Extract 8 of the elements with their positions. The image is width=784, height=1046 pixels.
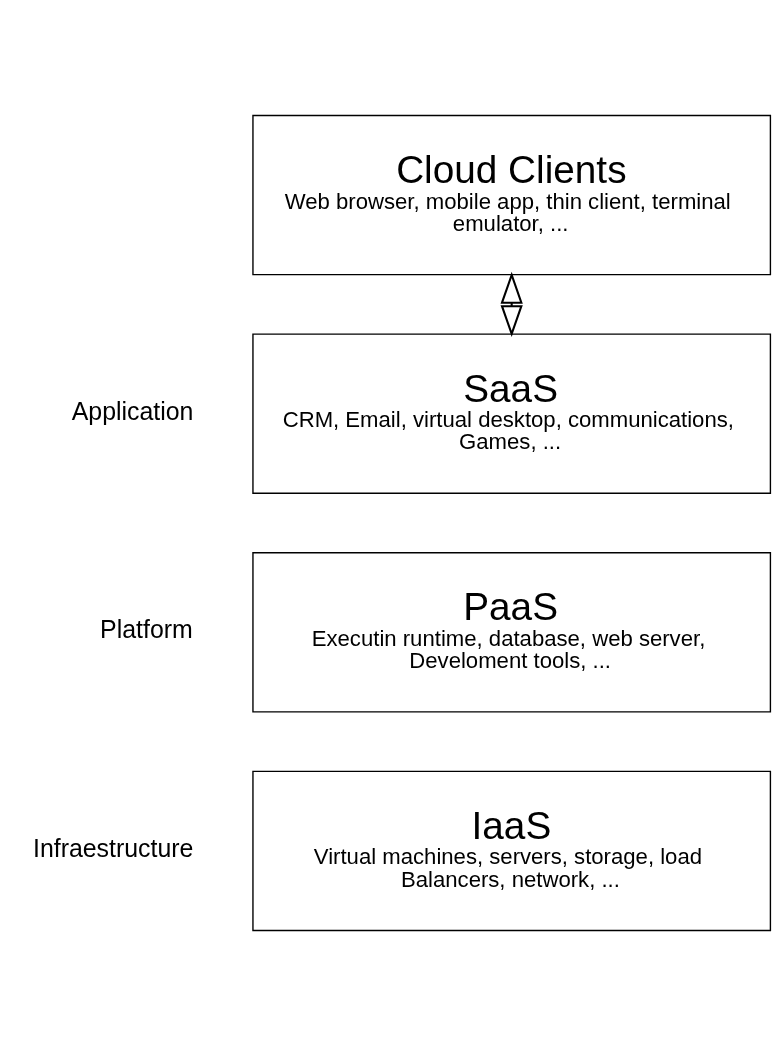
node-label: Infraestructure — [32, 834, 194, 862]
node-label: Application — [71, 396, 194, 425]
node-box: SaaS CRM, Email, virtual desktop, communications, Games, ... — [252, 333, 772, 494]
arrow — [500, 271, 523, 337]
node-box: IaaS Virtual machines, servers, storage, load Balancers, network, ... — [252, 770, 772, 932]
node-box: PaaS Executin runtime, database, web server, Develoment tools, ... — [252, 552, 772, 713]
node-label: Platform — [100, 615, 193, 644]
node-box: Cloud Clients Web browser, mobile app, thin client, terminal emulator, ... — [252, 114, 772, 276]
